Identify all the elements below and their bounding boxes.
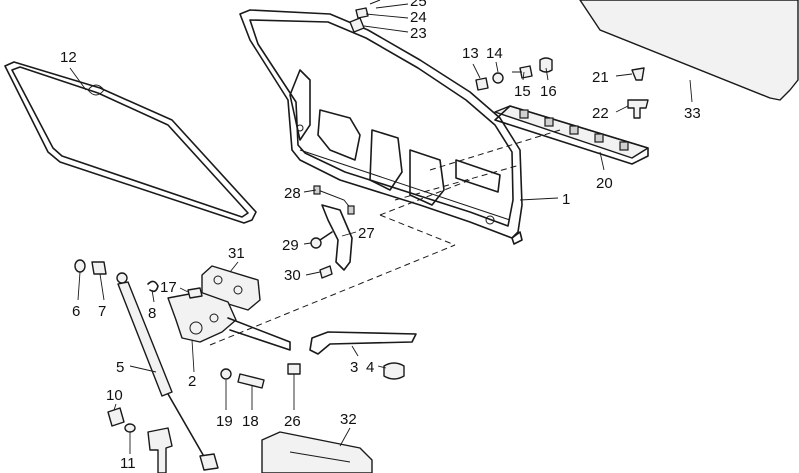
callout-4: 4 [366,359,374,376]
bolt-part-18 [237,373,265,389]
callout-29: 29 [282,237,299,254]
callout-15: 15 [514,83,531,100]
ball-stud-parts-6-7 [74,259,107,275]
washer-part-19 [220,368,232,380]
handle-strip-part-20 [494,105,649,165]
sleeve-part-10 [107,407,125,427]
callout-3: 3 [350,359,358,376]
callout-6: 6 [72,303,80,320]
screw-part-30 [319,265,333,279]
callout-33: 33 [684,105,701,122]
callout-8: 8 [148,305,156,322]
grommet-part-4 [383,362,405,380]
callout-27: 27 [358,225,375,242]
gas-strut-part-5 [116,272,219,471]
lock-bracket-part-27 [313,185,355,271]
bolt-part-17 [187,287,203,299]
callout-17: 17 [160,279,177,296]
cover-part-32 [261,431,373,473]
callout-1: 1 [562,191,570,208]
callout-21: 21 [592,69,609,86]
clips-21-22 [627,67,649,119]
callout-11: 11 [120,455,136,472]
bolt-part-29 [310,231,333,249]
callout-31: 31 [228,245,245,262]
callout-labels: 25 24 23 12 13 14 15 16 21 22 33 20 1 28… [60,0,701,472]
fasteners-23-25 [349,0,381,33]
callout-28: 28 [284,185,301,202]
callout-32: 32 [340,411,357,428]
callout-26: 26 [284,413,301,430]
callout-12: 12 [60,49,77,66]
window-seal-part-12 [4,61,257,224]
bracket-part-3 [309,331,417,355]
callout-13: 13 [462,45,479,62]
callout-16: 16 [540,83,557,100]
bolt-part-9 [147,427,173,473]
tailgate-frame-part-1 [239,9,523,245]
callout-10: 10 [106,387,123,404]
washer-part-11 [124,423,136,433]
callout-22: 22 [592,105,609,122]
assembly-guide-lines [209,129,561,346]
trim-panel-part-33 [579,0,799,101]
callout-23: 23 [410,25,427,42]
callout-19: 19 [216,413,233,430]
hinge-part-2 [167,291,291,351]
clips-13-16 [475,57,553,91]
callout-25: 25 [410,0,427,10]
callout-14: 14 [486,45,503,62]
callout-2: 2 [188,373,196,390]
callout-5: 5 [116,359,124,376]
callout-18: 18 [242,413,259,430]
callout-7: 7 [98,303,106,320]
callout-30: 30 [284,267,301,284]
screw-part-26 [287,363,301,375]
clip-part-8 [147,280,159,293]
callout-20: 20 [596,175,613,192]
leader-lines [69,3,693,454]
callout-24: 24 [410,9,427,26]
